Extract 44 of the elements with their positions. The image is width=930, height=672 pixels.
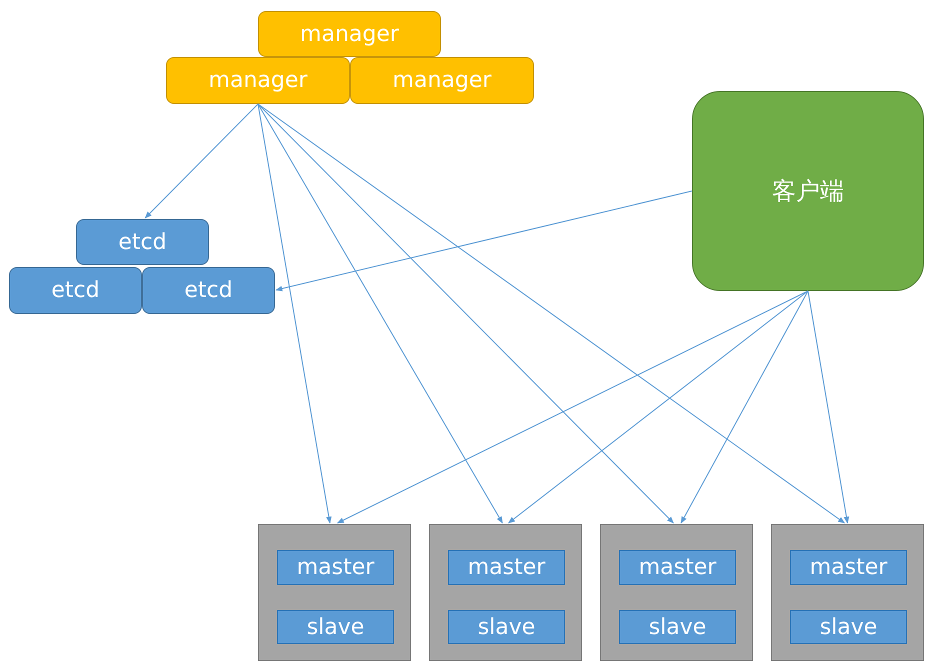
etcd-box [76,219,209,265]
process-box [277,550,394,585]
arrow [258,104,845,524]
node-label: master [810,555,888,580]
process-box [619,550,736,585]
process-box [790,550,907,585]
arrow [336,290,808,524]
node-label: etcd [118,230,167,254]
node-label: master [296,555,374,580]
arrow [258,104,503,524]
node-label: slave [306,614,364,640]
process-box [448,610,565,644]
etcd-box [142,267,275,314]
node-label: manager [208,68,308,93]
arrow [808,290,850,524]
node-label: slave [820,614,878,640]
server-group-box [429,524,582,661]
node-label: manager [300,22,399,46]
server-group-box [771,524,924,661]
manager-box [258,11,441,57]
node-label: etcd [51,278,100,303]
arrow [680,290,808,524]
arrow [144,104,258,218]
arrow [258,104,332,524]
server-group-box [600,524,753,661]
node-label: master [468,555,546,580]
arrow [258,104,674,524]
arrow [275,190,692,292]
node-label: master [638,555,716,580]
node-label: slave [648,614,706,640]
manager-box [350,57,534,104]
client-box [692,91,924,291]
process-box [790,610,907,644]
process-box [448,550,565,585]
arrow [508,290,808,524]
process-box [277,610,394,644]
node-label: manager [392,68,492,93]
manager-box [166,57,350,104]
etcd-box [9,267,142,314]
node-label: slave [478,614,536,640]
client-label: 客户端 [772,176,844,207]
node-label: etcd [184,278,233,303]
process-box [619,610,736,644]
server-group-box [258,524,411,661]
